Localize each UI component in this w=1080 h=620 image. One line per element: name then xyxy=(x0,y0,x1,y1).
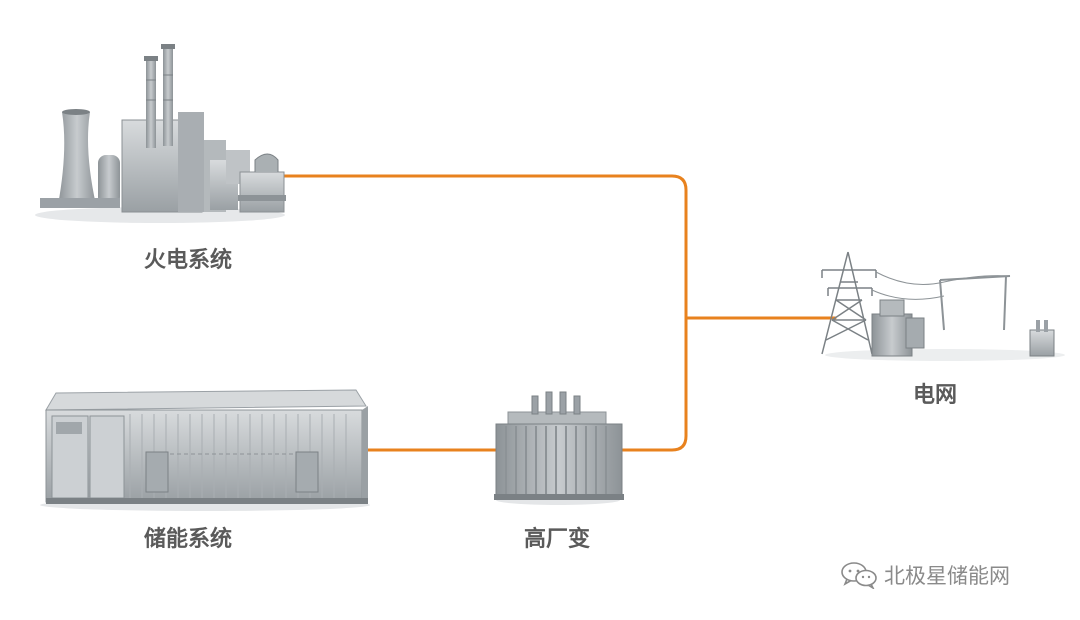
connector-thermal-to-junction xyxy=(280,174,688,320)
battery-container-icon xyxy=(40,389,370,511)
thermal-power-plant-icon xyxy=(35,44,286,223)
connector-lines xyxy=(280,174,837,452)
wechat-icon xyxy=(841,562,877,589)
storage-label: 储能系统 xyxy=(144,526,232,552)
power-grid-icon xyxy=(821,251,1065,361)
transformer-icon xyxy=(494,391,624,505)
watermark: 北极星储能网 xyxy=(840,560,1010,590)
grid-label: 电网 xyxy=(913,383,957,408)
transformer-label: 高厂变 xyxy=(524,526,590,552)
thermal-label: 火电系统 xyxy=(144,247,232,273)
watermark-text: 北极星储能网 xyxy=(884,564,1010,588)
connector-transformer-to-junction xyxy=(616,316,688,452)
